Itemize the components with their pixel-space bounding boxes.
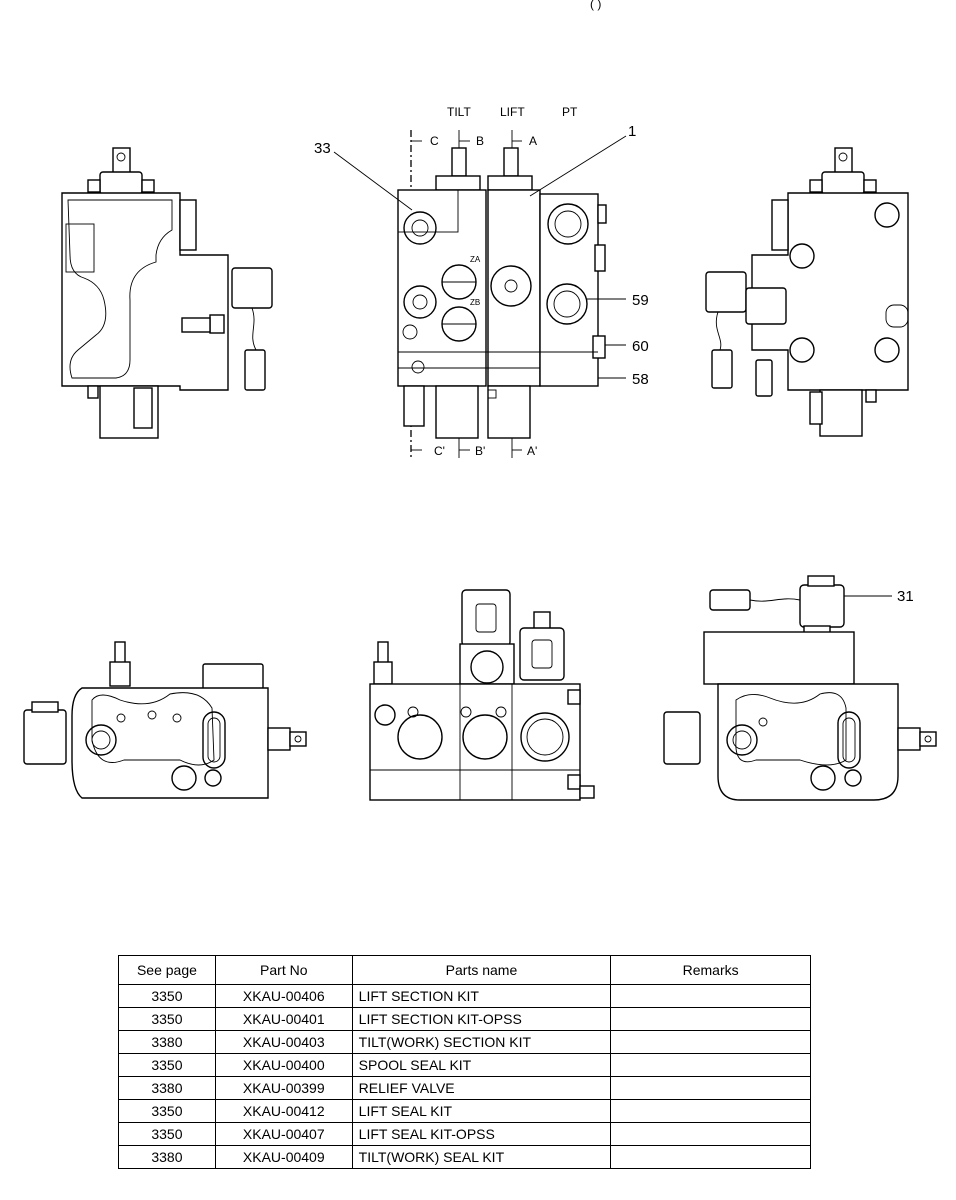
cell-page: 3350 bbox=[118, 984, 216, 1008]
cell-name: LIFT SECTION KIT bbox=[351, 984, 612, 1008]
cell-name: TILT(WORK) SEAL KIT bbox=[351, 1145, 612, 1169]
cell-name: TILT(WORK) SECTION KIT bbox=[351, 1030, 612, 1054]
section-mark-a-prime: A' bbox=[527, 444, 537, 458]
bottom-view-center bbox=[369, 589, 595, 801]
table-row: 3350 XKAU-00401 LIFT SECTION KIT-OPSS bbox=[118, 1007, 811, 1031]
side-view-left bbox=[61, 147, 273, 439]
cell-part-no: XKAU-00407 bbox=[214, 1122, 353, 1146]
cell-remarks bbox=[610, 1007, 811, 1031]
port-label-tilt: TILT bbox=[447, 105, 471, 119]
cell-name: RELIEF VALVE bbox=[351, 1076, 612, 1100]
bottom-view-right: 31 bbox=[663, 575, 937, 801]
section-mark-c-prime: C' bbox=[434, 444, 445, 458]
port-mark-za: ZA bbox=[470, 255, 481, 264]
callout-33: 33 bbox=[314, 140, 331, 157]
cell-page: 3380 bbox=[118, 1145, 216, 1169]
table-row: 3350 XKAU-00412 LIFT SEAL KIT bbox=[118, 1099, 811, 1123]
parts-table: See page Part No Parts name Remarks 3350… bbox=[118, 955, 811, 1169]
cell-remarks bbox=[610, 1053, 811, 1077]
cell-page: 3380 bbox=[118, 1030, 216, 1054]
header-part-no: Part No bbox=[214, 955, 353, 985]
valve-drawing: ( ) TILT LIFT PT C B A bbox=[23, 0, 937, 801]
callout-59: 59 bbox=[632, 292, 649, 309]
table-row: 3350 XKAU-00400 SPOOL SEAL KIT bbox=[118, 1053, 811, 1077]
port-label-pt: PT bbox=[562, 105, 578, 119]
cell-part-no: XKAU-00399 bbox=[214, 1076, 353, 1100]
table-row: 3380 XKAU-00409 TILT(WORK) SEAL KIT bbox=[118, 1145, 811, 1169]
cell-part-no: XKAU-00409 bbox=[214, 1145, 353, 1169]
table-row: 3380 XKAU-00399 RELIEF VALVE bbox=[118, 1076, 811, 1100]
cell-remarks bbox=[610, 1145, 811, 1169]
callout-31: 31 bbox=[897, 588, 914, 605]
header-remarks: Remarks bbox=[610, 955, 811, 985]
cell-name: LIFT SEAL KIT bbox=[351, 1099, 612, 1123]
cell-part-no: XKAU-00403 bbox=[214, 1030, 353, 1054]
section-mark-b-prime: B' bbox=[475, 444, 485, 458]
cell-remarks bbox=[610, 1030, 811, 1054]
cell-remarks bbox=[610, 1076, 811, 1100]
section-mark-a: A bbox=[529, 134, 537, 148]
header-parts-name: Parts name bbox=[351, 955, 612, 985]
bottom-view-left bbox=[23, 641, 307, 799]
cell-part-no: XKAU-00412 bbox=[214, 1099, 353, 1123]
cell-page: 3350 bbox=[118, 1007, 216, 1031]
cell-remarks bbox=[610, 1122, 811, 1146]
callout-1: 1 bbox=[628, 123, 636, 140]
section-mark-b: B bbox=[476, 134, 484, 148]
section-mark-c: C bbox=[430, 134, 439, 148]
callout-60: 60 bbox=[632, 338, 649, 355]
cell-remarks bbox=[610, 1099, 811, 1123]
table-row: 3350 XKAU-00407 LIFT SEAL KIT-OPSS bbox=[118, 1122, 811, 1146]
cell-name: SPOOL SEAL KIT bbox=[351, 1053, 612, 1077]
cell-page: 3350 bbox=[118, 1122, 216, 1146]
cell-name: LIFT SEAL KIT-OPSS bbox=[351, 1122, 612, 1146]
cell-part-no: XKAU-00400 bbox=[214, 1053, 353, 1077]
cell-page: 3350 bbox=[118, 1099, 216, 1123]
cell-part-no: XKAU-00401 bbox=[214, 1007, 353, 1031]
port-label-lift: LIFT bbox=[500, 105, 525, 119]
port-mark-zb: ZB bbox=[470, 298, 480, 307]
cell-part-no: XKAU-00406 bbox=[214, 984, 353, 1008]
cell-name: LIFT SECTION KIT-OPSS bbox=[351, 1007, 612, 1031]
callout-58: 58 bbox=[632, 371, 649, 388]
header-fragment: ( ) bbox=[590, 0, 601, 11]
side-view-right bbox=[705, 147, 909, 437]
cell-page: 3380 bbox=[118, 1076, 216, 1100]
header-see-page: See page bbox=[118, 955, 216, 985]
table-row: 3380 XKAU-00403 TILT(WORK) SECTION KIT bbox=[118, 1030, 811, 1054]
cell-page: 3350 bbox=[118, 1053, 216, 1077]
front-view-center: TILT LIFT PT C B A bbox=[314, 105, 649, 460]
table-header-row: See page Part No Parts name Remarks bbox=[118, 955, 811, 985]
table-row: 3350 XKAU-00406 LIFT SECTION KIT bbox=[118, 984, 811, 1008]
cell-remarks bbox=[610, 984, 811, 1008]
